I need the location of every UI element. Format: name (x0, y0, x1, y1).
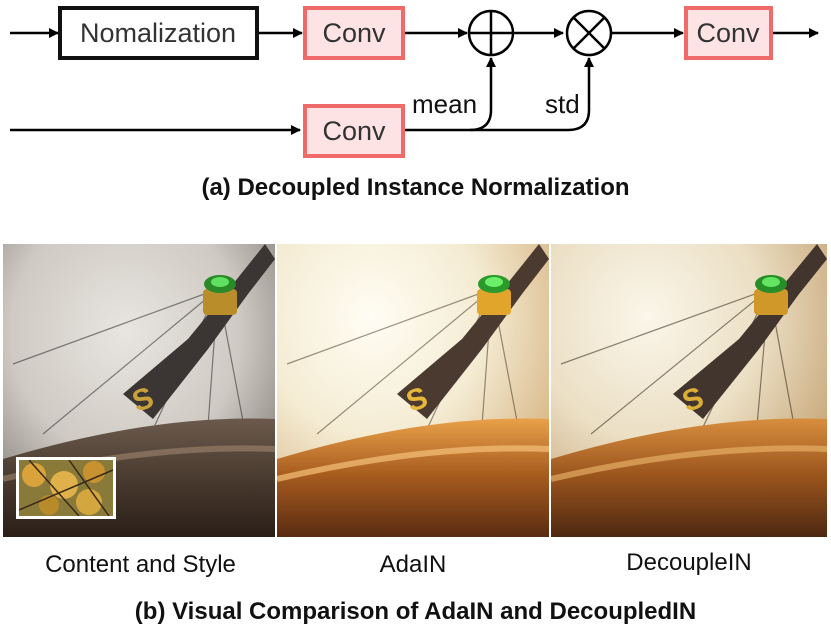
mean-label: mean (412, 89, 477, 119)
add-operator-icon (467, 9, 515, 57)
caption-b: (b) Visual Comparison of AdaIN and Decou… (134, 598, 697, 625)
decoupled-in-diagram: Nomalization Conv Conv Conv mean std (10, 6, 819, 158)
adain-image: S (277, 244, 549, 537)
style-image-inset (16, 457, 116, 519)
std-label: std (545, 89, 580, 119)
panel-label-decouplein: DecoupleIN (626, 549, 752, 576)
caption-a: (a) Decoupled Instance Normalization (201, 174, 630, 201)
normalization-block: Nomalization (58, 6, 259, 60)
panel-label-adain: AdaIN (379, 551, 447, 578)
conv-out-label: Conv (696, 18, 760, 48)
multiply-operator-icon (565, 9, 613, 57)
conv-top-block: Conv (303, 6, 405, 60)
panel-label-content-style: Content and Style (45, 551, 236, 578)
conv-out-block: Conv (684, 6, 773, 60)
decouplein-image: S (551, 244, 827, 537)
conv-bottom-block: Conv (303, 104, 405, 158)
conv-top-label: Conv (322, 18, 386, 48)
conv-bottom-label: Conv (322, 116, 386, 146)
std-branch-arrow (470, 57, 594, 132)
content-style-image: S (3, 244, 275, 537)
normalization-label: Nomalization (80, 18, 236, 48)
